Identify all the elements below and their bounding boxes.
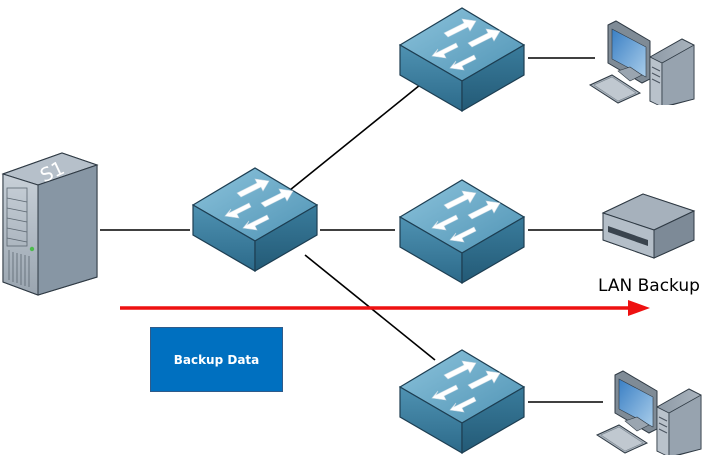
link-core-top	[289, 84, 421, 191]
status-led-icon	[29, 246, 35, 252]
backup-data-box: Backup Data	[150, 327, 283, 392]
pc-top-icon[interactable]	[589, 20, 695, 107]
switch-top-icon[interactable]	[399, 7, 525, 112]
backup-flow-arrow	[120, 300, 650, 316]
pc-bottom-icon[interactable]	[596, 370, 702, 457]
backup-device-icon[interactable]	[601, 193, 696, 259]
lan-backup-label: LAN Backup	[598, 276, 700, 296]
switch-bottom-icon[interactable]	[399, 349, 525, 454]
server-s1[interactable]: S1	[1, 152, 99, 296]
backup-data-label: Backup Data	[173, 352, 260, 367]
switch-middle-icon[interactable]	[399, 179, 525, 284]
links	[100, 57, 603, 403]
